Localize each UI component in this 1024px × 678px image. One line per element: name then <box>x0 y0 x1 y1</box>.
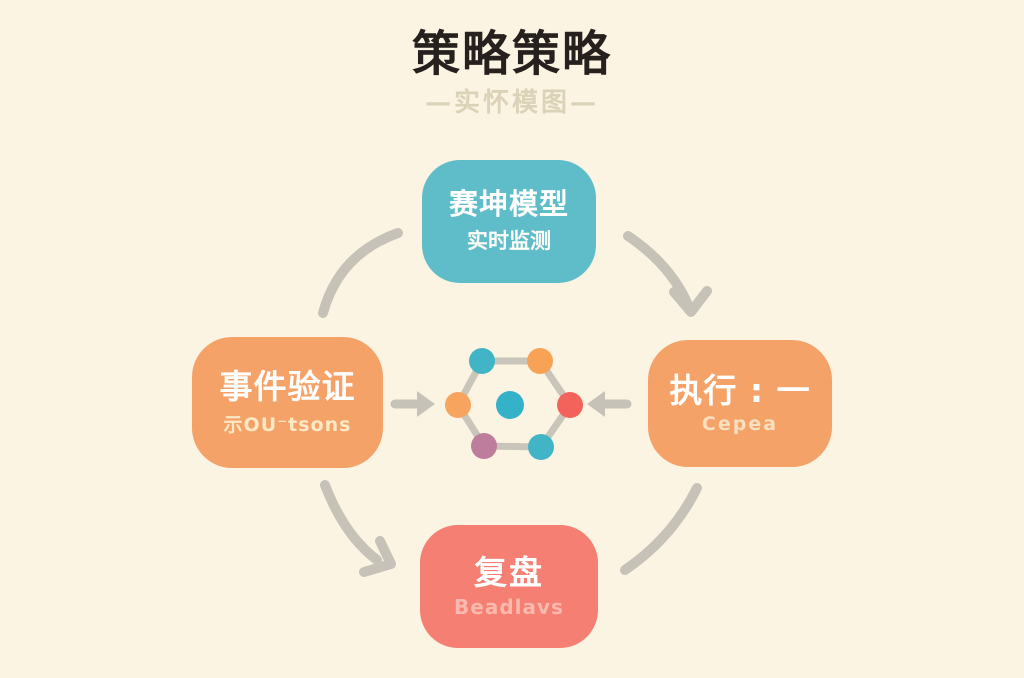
process-box-label: 执行 : 一 <box>669 370 811 410</box>
hex-node-top-right <box>527 348 553 374</box>
arrow-left-icon <box>587 391 632 417</box>
hex-node-bottom-left <box>471 433 497 459</box>
arrow-right-icon <box>390 391 435 417</box>
hex-node-left <box>445 392 471 418</box>
arrowhead-left-to-bottom-icon <box>359 536 396 577</box>
hex-node-bottom-right <box>528 434 554 460</box>
page-subtitle: —实怀模图— <box>424 88 599 118</box>
page-title: 策略策略 <box>411 26 612 82</box>
hex-node-right <box>557 392 583 418</box>
process-box-label: 事件验证 <box>219 367 356 407</box>
hexagon-network-icon <box>445 348 583 460</box>
process-box-label: 复盘 <box>474 552 544 592</box>
cycle-arc-left-to-top <box>318 228 403 318</box>
process-box-label: 赛坤模型 <box>448 186 569 221</box>
process-box-sublabel: 实时监测 <box>467 229 551 254</box>
hex-node-top-left <box>469 348 495 374</box>
cycle-arc-left-to-bottom <box>320 480 382 565</box>
process-box-model: 赛坤模型 实时监测 <box>422 160 596 283</box>
arrowhead-top-to-right-icon <box>669 286 712 317</box>
hex-node-center <box>496 391 524 419</box>
process-box-review: 复盘 Beadlavs <box>420 525 598 648</box>
process-box-execute: 执行 : 一 Cepea <box>648 340 832 467</box>
process-box-sublabel: Cepea <box>701 413 779 436</box>
cycle-arc-right-to-bottom <box>620 483 702 575</box>
process-box-sublabel: Beadlavs <box>454 595 564 620</box>
process-box-sublabel: 示OU⁻tsons <box>223 413 352 436</box>
process-box-verification: 事件验证 示OU⁻tsons <box>192 337 383 468</box>
